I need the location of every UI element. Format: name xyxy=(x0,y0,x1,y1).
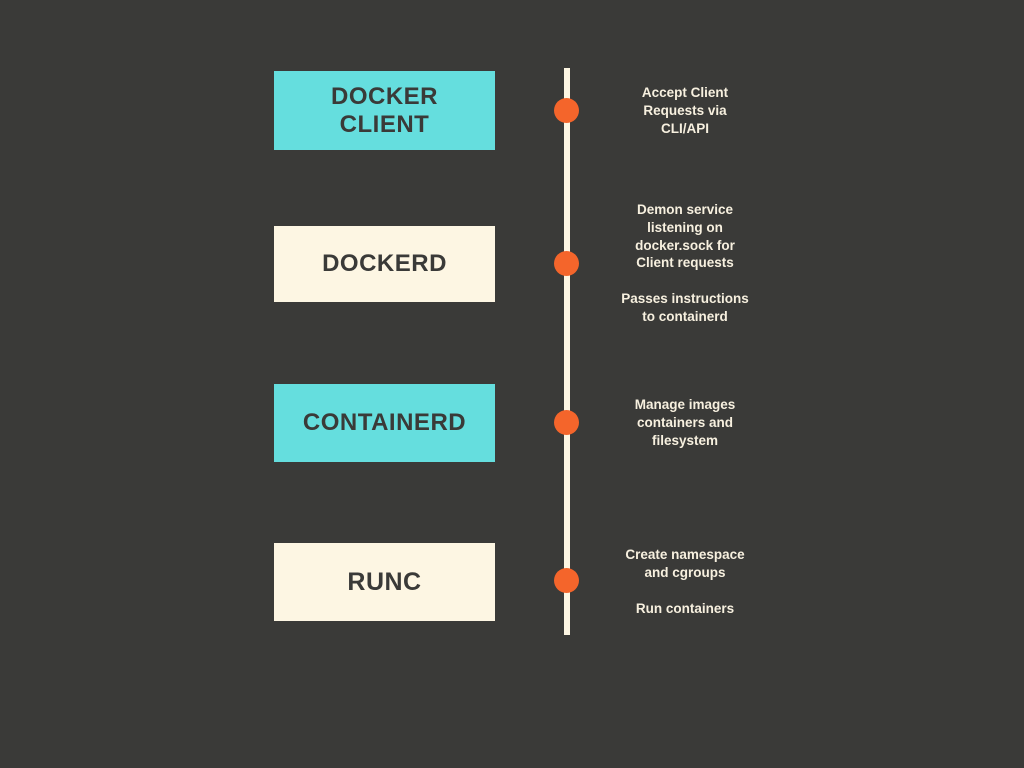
stage-block-containerd: CONTAINERD xyxy=(274,384,495,462)
stage-description-dockerd: Demon service listening on docker.sock f… xyxy=(600,201,770,326)
stage-label-docker-client: DOCKER CLIENT xyxy=(330,82,438,138)
stage-label-runc: RUNC xyxy=(347,567,422,596)
stage-label-containerd: CONTAINERD xyxy=(302,409,467,437)
stage-block-runc: RUNC xyxy=(274,543,495,621)
description-text: Run containers xyxy=(635,600,735,616)
stage-label-dockerd: DOCKERD xyxy=(322,250,447,278)
stage-block-dockerd: DOCKERD xyxy=(274,226,495,302)
timeline-dot-dockerd xyxy=(554,251,579,276)
timeline-line xyxy=(564,68,570,635)
stage-block-docker-client: DOCKER CLIENT xyxy=(274,71,495,150)
stage-description-containerd: Manage images containers and filesystem xyxy=(600,396,770,449)
timeline-dot-docker-client xyxy=(554,98,579,123)
description-text: Accept Client Requests via CLI/API xyxy=(641,85,729,136)
description-text: Passes instructions to containerd xyxy=(621,291,749,325)
description-text: Manage images containers and filesystem xyxy=(634,397,736,448)
stage-description-docker-client: Accept Client Requests via CLI/API xyxy=(600,84,770,137)
description-text: Demon service listening on docker.sock f… xyxy=(635,202,735,271)
timeline-dot-containerd xyxy=(554,410,579,435)
timeline-dot-runc xyxy=(554,568,579,593)
stage-description-runc: Create namespace and cgroups Run contain… xyxy=(600,546,770,617)
description-text: Create namespace and cgroups xyxy=(625,547,745,580)
